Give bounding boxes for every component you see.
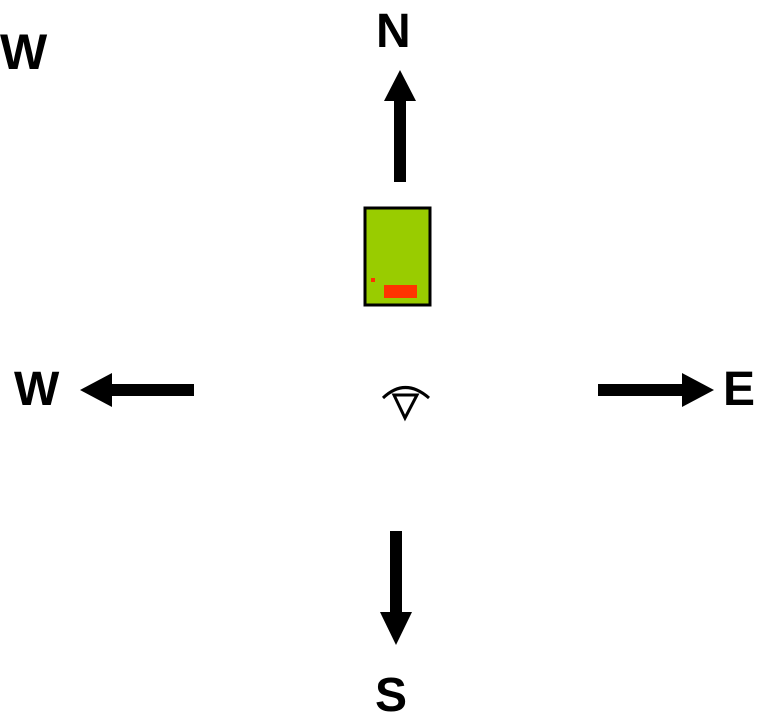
- arrow-left-icon: [80, 373, 194, 407]
- object-box: [363, 206, 432, 307]
- viewer-eye-icon: [381, 386, 430, 422]
- arrow-down-icon: [380, 531, 412, 645]
- south-label: S: [375, 669, 408, 722]
- east-label: E: [723, 363, 756, 416]
- west-label: W: [14, 363, 60, 416]
- corner-label: W: [0, 24, 48, 80]
- object-mark-dot: [371, 278, 375, 282]
- object-mark-bar: [384, 285, 417, 298]
- arrow-up-icon: [384, 70, 416, 182]
- arrow-right-icon: [598, 373, 714, 407]
- north-label: N: [376, 5, 411, 58]
